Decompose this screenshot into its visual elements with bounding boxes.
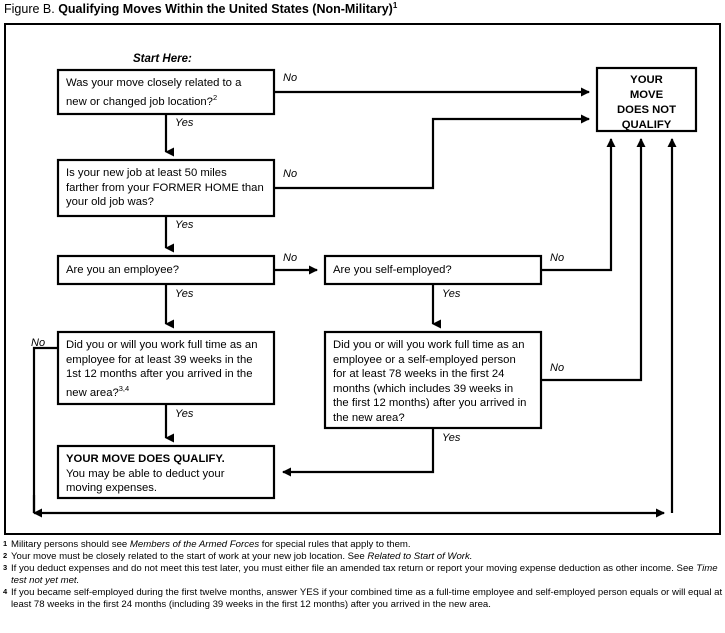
node-text-q4: Are you self-employed? bbox=[333, 263, 539, 278]
not-qualify-line2: MOVE bbox=[629, 89, 664, 101]
node-box-q6 bbox=[323, 330, 543, 430]
edge-label-q5-yes: Yes bbox=[175, 408, 194, 420]
q1-line1: Was your move closely related to a bbox=[66, 77, 242, 89]
node-text-q3: Are you an employee? bbox=[66, 263, 272, 278]
node-text-q5: Did you or will you work full time as an… bbox=[66, 338, 274, 400]
edge-label-q3-no: No bbox=[283, 252, 298, 264]
figure-title-footnote-marker: 1 bbox=[392, 1, 398, 10]
footnote-text: If you became self-employed during the f… bbox=[11, 586, 723, 610]
q6-line5: the first 12 months) after you arrived i… bbox=[333, 397, 527, 410]
footnote-text: Military persons should see bbox=[11, 539, 130, 550]
node-text-qualify: YOUR MOVE DOES QUALIFY. You may be able … bbox=[66, 452, 272, 496]
edge-label-q1-no: No bbox=[283, 72, 298, 84]
q1-line2: new or changed job location? bbox=[66, 95, 213, 108]
start-here-label: Start Here: bbox=[133, 53, 192, 65]
figure-title-text: Qualifying Moves Within the United State… bbox=[58, 2, 393, 17]
q2-line3: your old job was? bbox=[66, 196, 154, 209]
qualify-line2: You may be able to deduct your bbox=[66, 467, 225, 480]
qualify-headline: YOUR MOVE DOES QUALIFY. bbox=[66, 453, 225, 465]
q1-footnote-marker: 2 bbox=[212, 92, 218, 102]
footnote-marker: 4 bbox=[3, 586, 8, 596]
q6-line2: employee or a self-employed person bbox=[333, 353, 516, 366]
node-text-q1: Was your move closely related to a new o… bbox=[66, 76, 270, 109]
footnote-text: Time test not yet met. bbox=[11, 562, 718, 586]
edge-q2-no bbox=[274, 114, 590, 190]
q6-line6: the new area? bbox=[333, 411, 405, 424]
qualify-line3: moving expenses. bbox=[66, 482, 158, 495]
q5-line2: employee for at least 39 weeks in the bbox=[66, 353, 253, 366]
q6-line3: for at least 78 weeks in the first 24 bbox=[333, 368, 505, 381]
footnote-text: Your move must be closely related to the… bbox=[11, 550, 368, 562]
edge-label-q4-yes: Yes bbox=[442, 288, 461, 300]
q6-line4: months (which includes 39 weeks in bbox=[333, 382, 514, 395]
edge-label-q2-no: No bbox=[283, 168, 298, 180]
q5-line1: Did you or will you work full time as an bbox=[66, 339, 258, 351]
footnote-text: If you deduct expenses and do not meet t… bbox=[11, 562, 697, 574]
diagram-frame bbox=[4, 23, 721, 535]
edge-q6-yes bbox=[282, 428, 435, 477]
footnote-text: Related to Start of Work. bbox=[367, 550, 473, 562]
q2-line1: Is your new job at least 50 miles bbox=[66, 167, 227, 179]
footnote-text: Members of the Armed Forces bbox=[129, 539, 260, 550]
footnote-marker: 1 bbox=[3, 539, 8, 548]
page-title: Figure B. Qualifying Moves Within the Un… bbox=[4, 1, 397, 16]
footnote-text: for special rules that apply to them. bbox=[259, 539, 411, 550]
node-text-not-qualify: YOUR MOVE DOES NOT QUALIFY bbox=[597, 73, 696, 133]
q2-line2: farther from your FORMER HOME than bbox=[66, 181, 264, 194]
edge-q5-no bbox=[32, 346, 58, 513]
not-qualify-line1: YOUR bbox=[630, 74, 663, 86]
edge-label-q5-no: No bbox=[31, 337, 46, 349]
q5-line4: new area? bbox=[66, 386, 119, 399]
q3-line1: Are you an employee? bbox=[66, 264, 180, 276]
q5-footnote-marker: 3,4 bbox=[118, 383, 130, 393]
edge-label-q6-yes: Yes bbox=[442, 432, 461, 444]
edge-q6-no bbox=[541, 138, 646, 382]
node-text-q2: Is your new job at least 50 miles farthe… bbox=[66, 166, 272, 210]
not-qualify-line3: DOES NOT bbox=[617, 104, 676, 116]
edge-label-q4-no: No bbox=[550, 252, 565, 264]
footnote-marker: 3 bbox=[3, 562, 8, 572]
node-box-not-qualify bbox=[595, 66, 698, 133]
q4-line1: Are you self-employed? bbox=[333, 264, 452, 276]
edge-q4-no bbox=[541, 138, 616, 272]
node-text-q6: Did you or will you work full time as an… bbox=[333, 338, 541, 426]
edge-label-q1-yes: Yes bbox=[175, 117, 194, 129]
edge-label-q6-no: No bbox=[550, 362, 565, 374]
footnote-marker: 2 bbox=[3, 550, 8, 560]
edge-label-q3-yes: Yes bbox=[175, 288, 194, 300]
edge-label-q2-yes: Yes bbox=[175, 219, 194, 231]
node-box-qualify bbox=[56, 444, 276, 500]
figure-label: Figure B. bbox=[4, 2, 55, 17]
node-box-q3 bbox=[56, 254, 276, 286]
node-box-q5 bbox=[56, 330, 276, 406]
q6-line1: Did you or will you work full time as an bbox=[333, 339, 525, 351]
q5-line3: 1st 12 months after you arrived in the bbox=[66, 368, 253, 381]
not-qualify-line4: QUALIFY bbox=[621, 119, 672, 131]
